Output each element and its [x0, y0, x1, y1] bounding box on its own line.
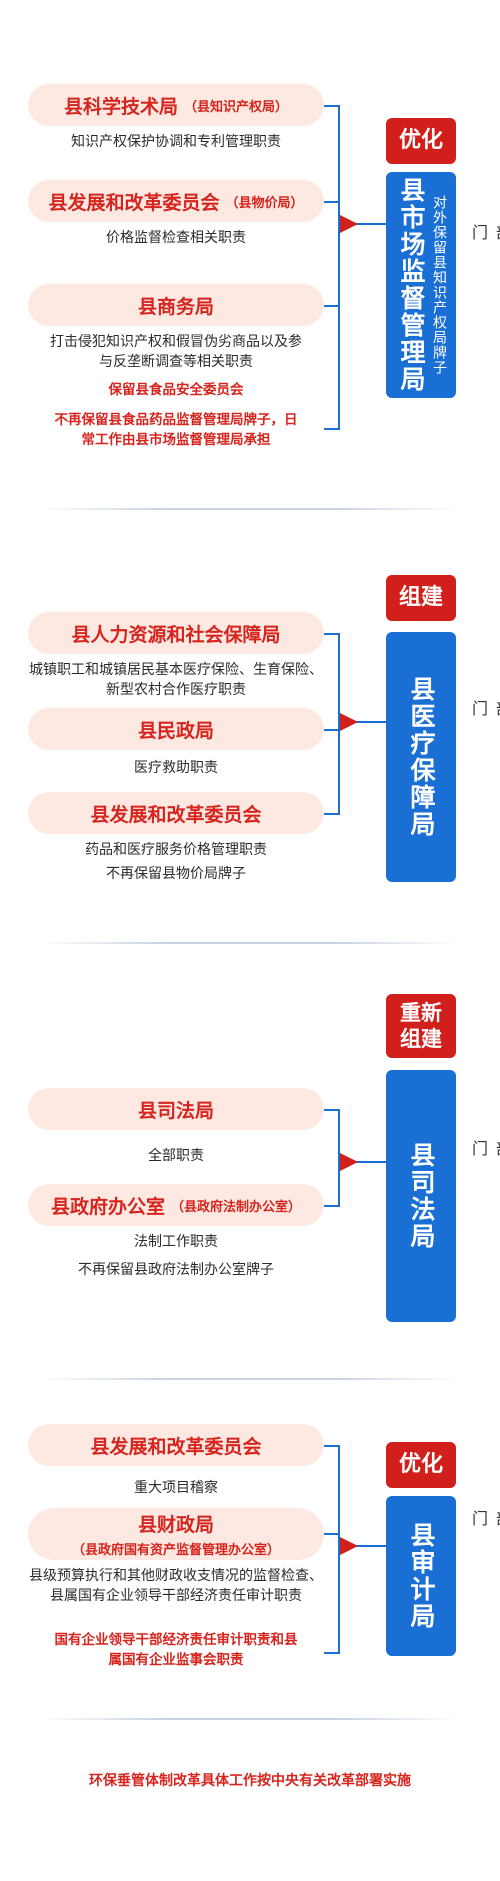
note-text: 不再保留县食品药品监督管理局牌子，日常工作由县市场监督管理局承担	[54, 412, 298, 448]
source-sub: （县物价局）	[225, 195, 304, 211]
status-badge: 组建	[386, 575, 456, 621]
source-pill: 县政府办公室 （县政府法制办公室）	[28, 1184, 324, 1226]
source-pill: 县发展和改革委员会	[28, 1424, 324, 1466]
duty-text: 医疗救助职责	[134, 760, 218, 776]
source-sub: （县知识产权局）	[184, 99, 289, 115]
connector-line	[324, 201, 340, 203]
connector-line	[324, 305, 340, 307]
arrow-icon	[340, 215, 358, 233]
source-name: 县政府办公室	[50, 1195, 165, 1218]
connector-line	[324, 105, 340, 107]
status-badge: 优化	[386, 118, 456, 164]
duty-text: 县级预算执行和其他财政收支情况的监督检查、县属国有企业领导干部经济责任审计职责	[29, 1568, 323, 1604]
connector-line	[340, 721, 386, 723]
source-pill: 县财政局 （县政府国有资产监督管理办公室）	[28, 1508, 324, 1560]
duty-text: 重大项目稽察	[134, 1480, 218, 1496]
source-pill: 县商务局	[28, 284, 324, 326]
connector-line	[338, 1445, 340, 1654]
source-name: 县科学技术局	[63, 95, 178, 118]
arrow-icon	[340, 1537, 358, 1555]
side-label: 县政府工作部门	[469, 700, 500, 718]
side-label: 县政府工作部门	[469, 1140, 500, 1158]
source-name: 县发展和改革委员会	[48, 191, 220, 214]
connector-line	[324, 633, 340, 635]
arrow-icon	[340, 713, 358, 731]
connector-line	[340, 1161, 386, 1163]
source-pill: 县司法局	[28, 1088, 324, 1130]
connector-line	[324, 1205, 340, 1207]
source-name: 县人力资源和社会保障局	[71, 623, 281, 646]
source-sub: （县政府国有资产监督管理办公室）	[71, 1543, 280, 1558]
connector-line	[338, 105, 340, 430]
agency-subtitle: 对外保留县知识产权局牌子	[431, 195, 447, 375]
connector-line	[340, 223, 386, 225]
note-text: 国有企业领导干部经济责任审计职责和县属国有企业监事会职责	[54, 1632, 298, 1668]
source-name: 县发展和改革委员会	[90, 803, 262, 826]
status-badge: 重新组建	[386, 994, 456, 1058]
duty-text: 城镇职工和城镇居民基本医疗保险、生育保险、新型农村合作医疗职责	[29, 662, 323, 698]
duty-text: 知识产权保护协调和专利管理职责	[71, 134, 281, 150]
arrow-icon	[340, 1153, 358, 1171]
connector-line	[324, 1652, 340, 1654]
agency-box: 县审计局	[386, 1496, 456, 1656]
section-divider	[40, 942, 460, 944]
connector-line	[338, 633, 340, 815]
source-pill: 县科学技术局 （县知识产权局）	[28, 84, 324, 126]
section-divider	[40, 1718, 460, 1720]
agency-box: 县市场监督管理局 对外保留县知识产权局牌子	[386, 172, 456, 398]
source-name: 县发展和改革委员会	[90, 1435, 262, 1458]
duty-text: 不再保留县物价局牌子	[106, 866, 246, 882]
agency-name: 县审计局	[407, 1522, 436, 1630]
connector-line	[324, 1445, 340, 1447]
duty-text: 药品和医疗服务价格管理职责	[85, 842, 267, 858]
source-name: 县商务局	[137, 295, 214, 318]
connector-line	[324, 813, 340, 815]
agency-box: 县医疗保障局	[386, 632, 456, 882]
footer-note: 环保垂管体制改革具体工作按中央有关改革部署实施	[89, 1773, 411, 1789]
source-sub: （县政府法制办公室）	[171, 1199, 302, 1215]
agency-box: 县司法局	[386, 1070, 456, 1322]
source-name: 县民政局	[137, 719, 214, 742]
connector-line	[338, 1109, 340, 1207]
agency-name: 县医疗保障局	[407, 676, 436, 838]
source-pill: 县民政局	[28, 708, 324, 750]
source-name: 县司法局	[137, 1099, 214, 1122]
connector-line	[324, 1533, 340, 1535]
connector-line	[324, 729, 340, 731]
note-text: 保留县食品安全委员会	[108, 382, 244, 398]
duty-text: 法制工作职责	[134, 1234, 218, 1250]
section-divider	[40, 508, 460, 510]
connector-line	[324, 1109, 340, 1111]
source-name: 县财政局	[137, 1514, 214, 1536]
agency-name: 县市场监督管理局	[397, 177, 426, 393]
section-divider	[40, 1378, 460, 1380]
duty-text: 不再保留县政府法制办公室牌子	[78, 1262, 274, 1278]
source-pill: 县发展和改革委员会	[28, 792, 324, 834]
connector-line	[340, 1545, 386, 1547]
duty-text: 价格监督检查相关职责	[106, 230, 246, 246]
side-label: 县政府工作部门	[469, 1510, 500, 1528]
status-badge: 优化	[386, 1442, 456, 1488]
duty-text: 全部职责	[148, 1148, 204, 1164]
duty-text: 打击侵犯知识产权和假冒伪劣商品以及参与反垄断调查等相关职责	[50, 334, 302, 370]
agency-name: 县司法局	[407, 1142, 436, 1250]
source-pill: 县人力资源和社会保障局	[28, 612, 324, 654]
side-label: 县政府工作部门	[469, 224, 500, 242]
connector-line	[324, 428, 340, 430]
source-pill: 县发展和改革委员会 （县物价局）	[28, 180, 324, 222]
